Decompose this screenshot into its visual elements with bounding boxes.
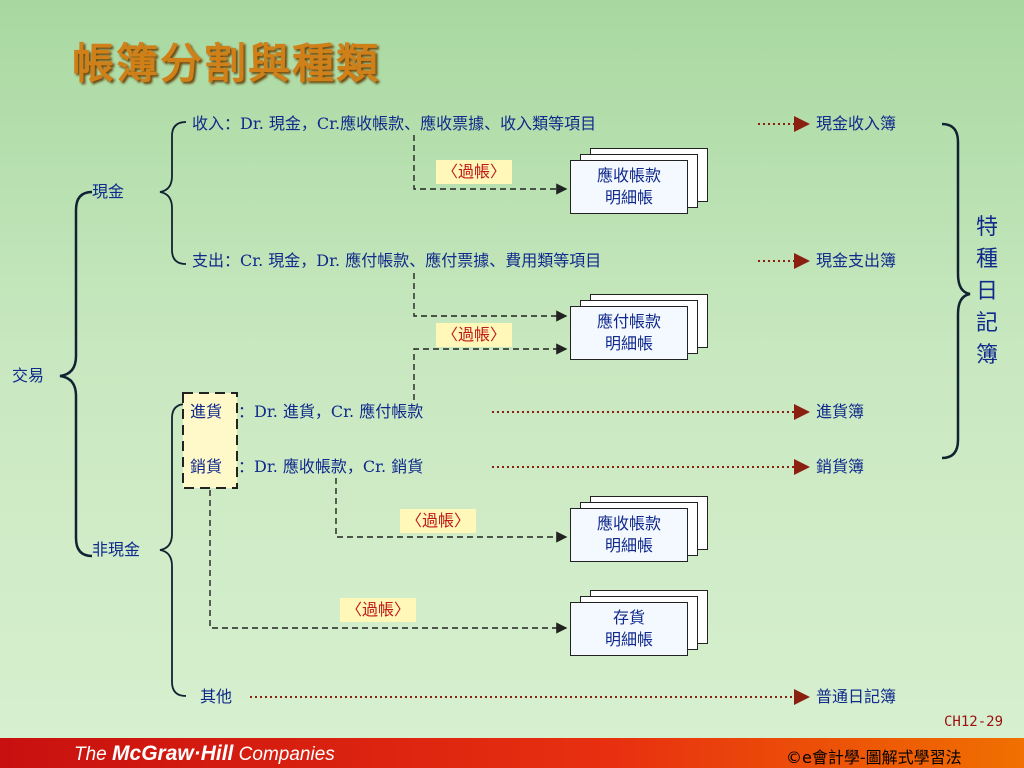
node-purchase-entry: ：Dr. 進貨，Cr. 應付帳款 <box>238 402 424 421</box>
sales-purchase-box <box>182 392 238 489</box>
brace-special-journals <box>941 122 971 460</box>
journal-special: 特種日記簿 <box>975 215 998 368</box>
footer-bar <box>0 738 1024 768</box>
journal-sales: 銷貨簿 <box>816 457 865 476</box>
journal-purchases: 進貨簿 <box>816 402 865 421</box>
ledger-subtitle: 明細帳 <box>604 630 653 649</box>
posting-label: 〈過帳〉 <box>436 323 513 347</box>
posting-line-inventory <box>209 490 568 634</box>
ledger-inventory: 存貨 明細帳 <box>570 590 710 656</box>
ledger-ar-1: 應收帳款 明細帳 <box>570 148 710 214</box>
node-transaction: 交易 <box>12 366 45 385</box>
brace-cash <box>159 121 187 265</box>
ledger-title: 應付帳款 <box>596 312 661 331</box>
journal-cash-receipts: 現金收入簿 <box>816 114 897 133</box>
ledger-subtitle: 明細帳 <box>604 334 653 353</box>
node-non-cash: 非現金 <box>92 540 141 559</box>
posting-line-ar-2 <box>335 478 568 543</box>
ledger-title: 存貨 <box>612 608 645 627</box>
posting-line-ap-1 <box>413 273 568 322</box>
node-sales-entry: ：Dr. 應收帳款，Cr. 銷貨 <box>238 457 424 476</box>
ledger-subtitle: 明細帳 <box>604 188 653 207</box>
journal-general: 普通日記簿 <box>816 687 897 706</box>
ledger-subtitle: 明細帳 <box>604 536 653 555</box>
node-sales-tag: 銷貨 <box>190 457 223 476</box>
posting-label: 〈過帳〉 <box>340 598 417 622</box>
posting-line-ar-1 <box>413 135 568 195</box>
posting-label: 〈過帳〉 <box>436 160 513 184</box>
node-cash-in: 收入：Dr. 現金，Cr.應收帳款、應收票據、收入類等項目 <box>192 114 597 133</box>
posting-label: 〈過帳〉 <box>400 509 477 533</box>
node-cash: 現金 <box>92 182 125 201</box>
ledger-title: 應收帳款 <box>596 514 661 533</box>
publisher-logo: The McGraw·Hill Companies <box>74 742 335 765</box>
brace-non-cash <box>159 403 187 697</box>
journal-cash-payments: 現金支出簿 <box>816 251 897 270</box>
node-other: 其他 <box>200 687 233 706</box>
ledger-ap: 應付帳款 明細帳 <box>570 294 710 360</box>
posting-line-ap-2 <box>413 343 568 400</box>
page-number: CH12-29 <box>944 714 1004 730</box>
page-title: 帳簿分割與種類 <box>72 39 381 88</box>
ledger-ar-2: 應收帳款 明細帳 <box>570 496 710 562</box>
node-purchase-tag: 進貨 <box>190 402 223 421</box>
node-cash-out: 支出：Cr. 現金，Dr. 應付帳款、應付票據、費用類等項目 <box>192 251 602 270</box>
ledger-title: 應收帳款 <box>596 166 661 185</box>
brace-transaction <box>59 190 93 558</box>
book-title: ©e會計學-圖解式學習法 <box>786 748 962 767</box>
